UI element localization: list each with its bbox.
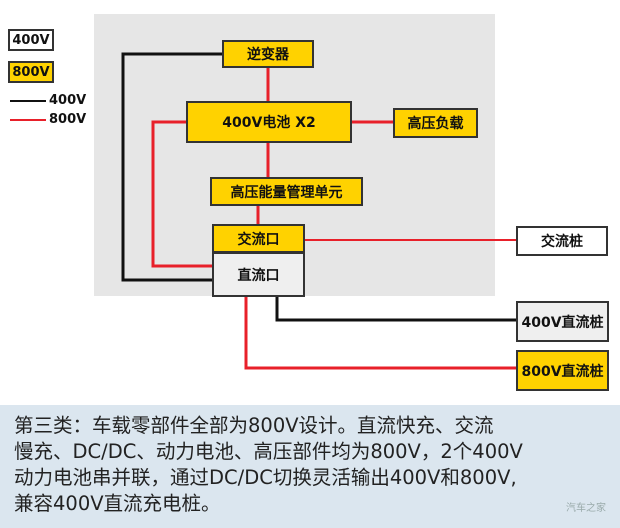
inverter-box: 逆变器 — [222, 40, 314, 68]
legend-label-800v: 800V — [49, 112, 87, 127]
link-dcport-dc400 — [275, 296, 516, 322]
dc-charger-400-box: 400V直流桩 — [516, 301, 609, 342]
legend-label-400v: 400V — [49, 93, 87, 108]
caption-line-4: 兼容400V直流充电桩。 — [14, 492, 221, 515]
link-battery-dcport — [151, 120, 212, 268]
caption-line-2: 慢充、DC/DC、动力电池、高压部件均为800V，2个400V — [14, 440, 523, 463]
ac-port-box: 交流口 — [212, 224, 305, 253]
caption-line-1: 第三类：车载零部件全部为800V设计。直流快充、交流 — [14, 414, 494, 437]
caption-panel: 第三类：车载零部件全部为800V设计。直流快充、交流 慢充、DC/DC、动力电池… — [0, 405, 620, 528]
link-inverter-dcport — [121, 52, 222, 282]
energy-mgmt-box: 高压能量管理单元 — [210, 177, 363, 206]
battery-box: 400V电池 X2 — [186, 101, 352, 143]
link-dcport-dc800 — [244, 296, 516, 370]
dc-charger-800-box: 800V直流桩 — [516, 350, 609, 391]
watermark: 汽车之家 — [566, 503, 606, 514]
ac-charger-box: 交流桩 — [516, 226, 608, 256]
hv-load-box: 高压负载 — [393, 108, 478, 138]
legend-box-800v: 800V — [8, 61, 54, 83]
legend-box-400v: 400V — [8, 29, 54, 51]
dc-port-box: 直流口 — [212, 252, 305, 297]
caption-line-3: 动力电池串并联，通过DC/DC切换灵活输出400V和800V, — [14, 466, 517, 489]
